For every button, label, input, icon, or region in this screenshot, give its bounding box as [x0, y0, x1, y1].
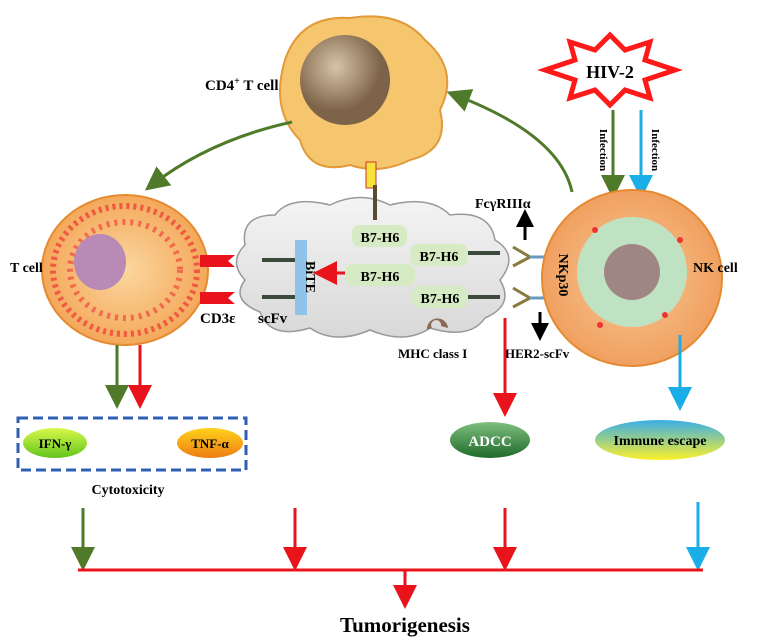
mhc-class-i-icon	[426, 318, 448, 330]
ifn-gamma-label: IFN-γ	[39, 436, 72, 451]
adcc-ellipse	[450, 422, 530, 458]
nk-to-cd4-arrow	[446, 89, 574, 193]
hiv-2-burst: HIV-2	[537, 31, 683, 109]
cd4-t-cell	[279, 15, 449, 189]
b7h6-label: B7-H6	[421, 292, 460, 307]
cytotoxicity-label: Cytotoxicity	[91, 483, 164, 498]
immune-escape-ellipse	[595, 420, 725, 460]
tumorigenesis-label: Tumorigenesis	[340, 613, 470, 637]
mhc-label: MHC class I	[398, 346, 467, 361]
b7h6-label: B7-H6	[361, 270, 400, 285]
b7h6-boxes: B7-H6 B7-H6 B7-H6 B7-H6	[345, 225, 468, 308]
nk-cell	[541, 189, 723, 367]
bite-molecule	[295, 240, 307, 315]
cd3-label: CD3ε	[200, 311, 236, 327]
nk-cell-label: NK cell	[693, 261, 738, 276]
cd4-t-cell-label: CD4+ T cell	[205, 76, 279, 94]
hiv-2-label: HIV-2	[586, 62, 634, 82]
t-cell-label: T cell	[10, 261, 43, 276]
t-cell	[41, 194, 235, 346]
cd4-to-t-cell-arrow	[144, 120, 293, 191]
immune-escape-label: Immune escape	[614, 434, 707, 449]
adcc-label: ADCC	[468, 434, 511, 450]
b7h6-label: B7-H6	[420, 250, 459, 265]
infection-label: Infection	[597, 129, 609, 171]
b7h6-label: B7-H6	[361, 231, 400, 246]
bite-label: BiTE	[302, 261, 317, 293]
her2-scfv-label: HER2-scFv	[505, 346, 570, 361]
nkp30-label: NKp30	[555, 254, 570, 297]
infection-label: Infection	[649, 129, 661, 171]
tnf-alpha-ellipse	[177, 428, 243, 458]
ifn-gamma-ellipse	[23, 428, 87, 458]
cytotoxicity-box	[16, 416, 248, 472]
fc-receptor-label: FcγRIIIα	[475, 197, 531, 212]
tnf-alpha-label: TNF-α	[191, 436, 229, 451]
scfv-label: scFv	[258, 311, 288, 327]
